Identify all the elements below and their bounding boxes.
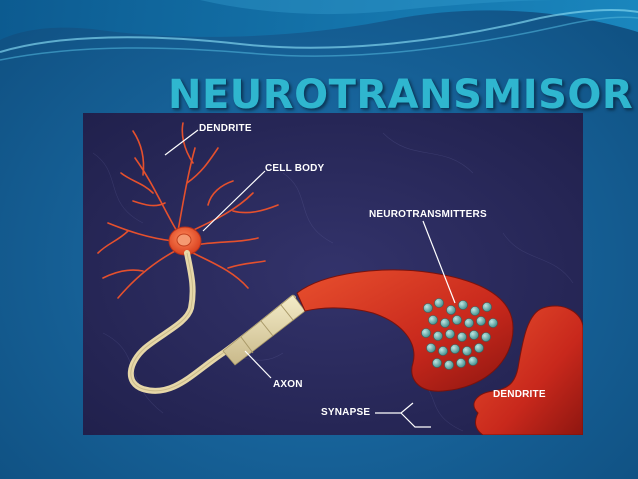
label-cell-body: CELL BODY xyxy=(265,163,325,174)
dendrite-branches xyxy=(97,122,279,299)
label-axon: AXON xyxy=(273,379,303,390)
postsynaptic-dendrite xyxy=(473,305,583,435)
neuron-illustration: DENDRITE CELL BODY NEUROTRANSMITTERS AXO… xyxy=(83,113,583,435)
label-dendrite-top: DENDRITE xyxy=(199,123,252,134)
header-waves xyxy=(0,0,638,61)
illustration-background xyxy=(83,113,583,435)
label-neurotransmitters: NEUROTRANSMITTERS xyxy=(369,209,487,220)
leader-lines xyxy=(164,129,456,428)
label-synapse: SYNAPSE xyxy=(321,407,371,418)
synaptic-vesicles xyxy=(421,298,498,370)
label-dendrite-bottom: DENDRITE xyxy=(493,389,546,400)
slide-title: NEUROTRANSMISOR xyxy=(168,72,634,118)
nucleus xyxy=(176,233,192,247)
